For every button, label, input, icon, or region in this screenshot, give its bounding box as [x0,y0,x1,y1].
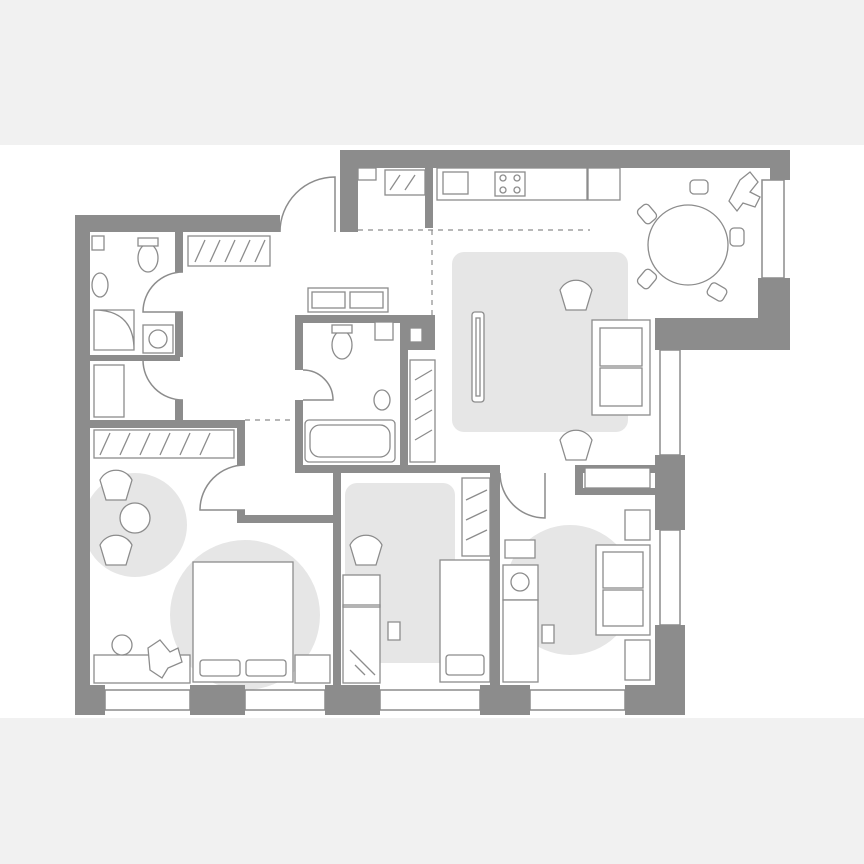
furniture [91,167,761,684]
plant-icon [728,171,761,213]
walls [75,150,790,715]
storage-door-arc-icon [142,359,184,401]
wc-door-arc-icon [302,369,334,401]
toilet-icon [137,243,159,273]
kitchen-counter [357,167,621,201]
chair-icon [559,279,593,311]
entrance-door-arc-icon [279,176,336,233]
chair-icon [99,469,133,501]
wardrobe-icon [93,169,651,681]
bathroom-fixtures [91,235,423,463]
plant-icon [147,639,183,679]
side-table-icon [119,502,151,534]
desk-icon [342,574,381,684]
chair-icon [504,539,536,559]
bed-icon [439,559,491,683]
study-door-arc-icon [499,472,546,519]
bath-door-arc-icon [142,271,184,313]
doors [142,176,546,519]
windows [104,179,785,711]
guitar-icon [349,649,376,676]
bedroom-door-arc-icon [199,464,246,511]
stove-icon [494,171,526,197]
chair-icon [99,534,133,566]
dining-table-icon [636,171,761,302]
chair-icon [559,429,593,461]
sink-icon [91,272,109,298]
chair-icon [349,534,383,566]
tv-inner [475,317,481,397]
toilet-icon [331,330,353,360]
sink-icon [373,389,391,411]
lamp-icon [111,634,133,656]
shower-icon [93,309,135,351]
zone-lines [245,229,590,421]
chair-icon [541,624,555,644]
chair-icon [387,621,401,641]
desk-icon [502,599,539,683]
sofa-icon [595,544,651,636]
sofa-icon [591,319,651,416]
sink-icon [442,171,469,195]
bed-icon [192,561,294,683]
